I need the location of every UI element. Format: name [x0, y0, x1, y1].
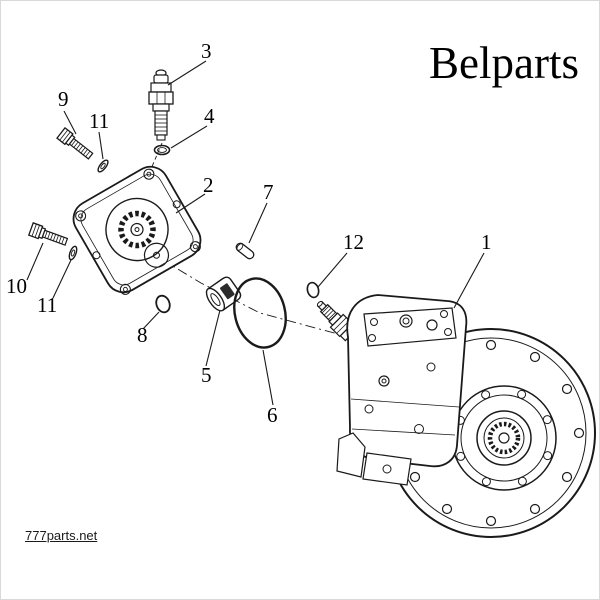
callout-1: 1 — [481, 230, 492, 254]
bolt-lower — [27, 222, 69, 246]
o-ring-small-pump — [306, 281, 320, 299]
pump-foot-bracket — [336, 432, 366, 478]
callout-8: 8 — [137, 323, 148, 347]
brand-logo: Belparts — [429, 38, 579, 88]
callout-6: 6 — [267, 403, 278, 427]
spline-teeth — [487, 421, 521, 455]
gear-pump-housing — [72, 165, 202, 295]
coupling — [205, 276, 242, 312]
callout-5: 5 — [201, 363, 212, 387]
callout-12: 12 — [343, 230, 364, 254]
pin — [235, 242, 255, 260]
leader-lines — [26, 60, 485, 406]
relief-valve-fitting — [148, 69, 174, 141]
pump-body — [336, 294, 468, 486]
drive-hub — [451, 385, 557, 491]
washer-lower — [68, 245, 78, 261]
callout-11-upper: 11 — [89, 109, 109, 133]
valve-plate — [363, 307, 457, 347]
callout-10: 10 — [6, 274, 27, 298]
callout-2: 2 — [203, 173, 214, 197]
pump-lower-block — [362, 452, 412, 486]
callout-11-lower: 11 — [37, 293, 57, 317]
o-ring-small-valve — [153, 144, 171, 156]
washer-upper — [97, 159, 109, 173]
callout-7: 7 — [263, 180, 274, 204]
coupling-slot — [220, 283, 235, 300]
callout-4: 4 — [204, 104, 215, 128]
callout-3: 3 — [201, 39, 212, 63]
callout-labels: 3 9 11 4 2 7 10 11 8 5 6 12 1 — [6, 39, 492, 427]
o-ring-large — [233, 277, 287, 349]
port-hole — [399, 314, 413, 328]
bolt-upper — [56, 126, 94, 160]
watermark: 777parts.net — [25, 528, 98, 543]
callout-9: 9 — [58, 87, 69, 111]
gear-teeth — [118, 210, 156, 249]
o-ring-small-housing — [155, 294, 171, 314]
center-axis-line — [150, 142, 350, 338]
second-bore — [143, 242, 170, 268]
port-hole — [426, 319, 438, 331]
